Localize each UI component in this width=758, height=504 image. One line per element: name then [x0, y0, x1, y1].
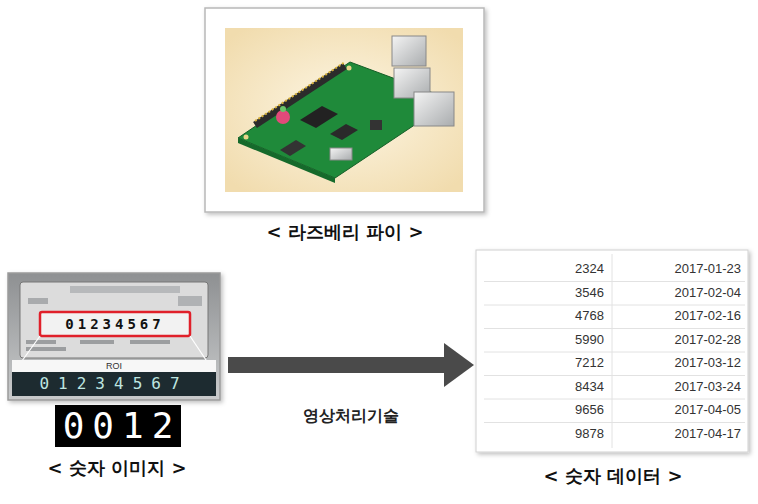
roi-text: ROI [106, 360, 122, 372]
photo-frame [8, 273, 220, 400]
plate-print [178, 296, 202, 306]
serial-text [70, 286, 180, 293]
table-cell: 2017-02-28 [675, 333, 742, 348]
edge-label: 영상처리기술 [299, 405, 403, 428]
table-cell: 9878 [575, 427, 604, 442]
table-cell: 2017-02-16 [675, 309, 742, 324]
ethernet-port [414, 92, 454, 126]
table-cell: 2324 [575, 262, 604, 277]
meter-digits: 01234567 [39, 375, 188, 393]
row-line [484, 399, 745, 400]
caption-text: < 숫자 데이터 > [540, 462, 687, 490]
table-cell: 2017-03-12 [675, 356, 742, 371]
table-cell: 2017-04-05 [675, 403, 742, 418]
table-cell: 2017-04-17 [675, 427, 742, 442]
raspberry-logo [276, 110, 290, 124]
picture-frame [205, 8, 484, 212]
chip [300, 106, 338, 128]
row-line [484, 281, 745, 282]
plate-print [26, 340, 56, 344]
chip [330, 124, 358, 140]
table-cell: 2017-02-04 [675, 286, 742, 301]
digit-image: 0012 [55, 405, 182, 447]
plate-print [28, 298, 48, 304]
row-line [484, 352, 745, 353]
table-cell: 5990 [575, 333, 604, 348]
row-line [484, 328, 745, 329]
process-arrow [228, 357, 444, 373]
mount-hole [244, 135, 249, 140]
table-cell: 7212 [575, 356, 604, 371]
table-panel [476, 250, 748, 452]
row-line [484, 305, 745, 306]
chip [280, 140, 306, 156]
raspberry-pi-picture [205, 8, 484, 212]
hdmi-port [330, 148, 352, 160]
table-cell: 4768 [575, 309, 604, 324]
row-line [484, 375, 745, 376]
row-line [484, 422, 745, 423]
meter-photo [8, 273, 220, 400]
caption-text: < 숫자 이미지 > [44, 454, 191, 482]
picture-ground [225, 28, 463, 192]
roi-strip [12, 360, 216, 372]
data-table [476, 250, 748, 452]
meter-digits: 01234567 [65, 316, 164, 332]
roi-digit-strip [12, 372, 216, 396]
row-lines [484, 282, 745, 423]
mount-hole [347, 66, 352, 71]
table-cell: 9656 [575, 403, 604, 418]
meter-plate [20, 282, 208, 358]
roi-box [40, 312, 190, 336]
table-cell: 8434 [575, 380, 604, 395]
table-cell: 2017-03-24 [675, 380, 742, 395]
table-cell: 3546 [575, 286, 604, 301]
raspberry-leaf [280, 106, 286, 112]
board-edge [238, 138, 335, 183]
column-divider [612, 254, 613, 448]
audio-jack [370, 120, 382, 130]
table-cell: 2017-01-23 [675, 262, 742, 277]
plate-print [80, 340, 114, 344]
usb-port [392, 36, 426, 66]
plate-print [130, 340, 170, 344]
picture-panel: < 라즈베리 파이 > [205, 8, 485, 246]
caption-text: < 라즈베리 파이 > [263, 218, 428, 246]
